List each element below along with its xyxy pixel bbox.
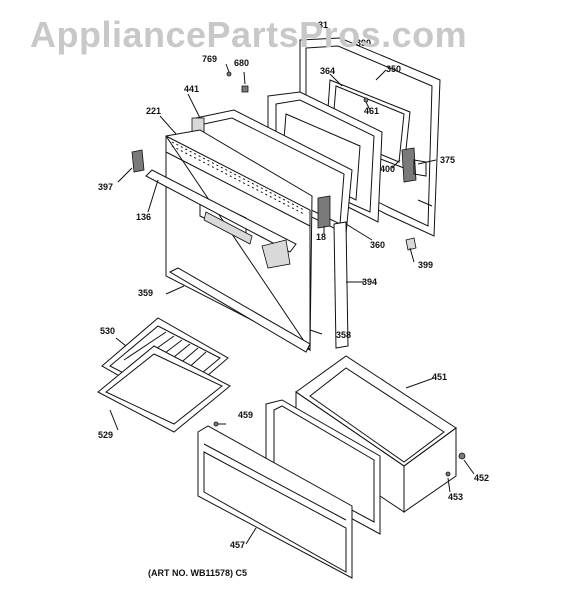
callout-394: 394	[362, 277, 377, 287]
callout-680: 680	[234, 58, 249, 68]
callout-390: 390	[356, 38, 371, 48]
callout-530: 530	[100, 326, 115, 336]
hinge-bracket	[401, 147, 427, 183]
callout-769: 769	[202, 54, 217, 64]
callout-136: 136	[136, 212, 151, 222]
callout-221: 221	[146, 106, 161, 116]
hinge	[317, 195, 331, 229]
callout-labels: 31 390 769 680 364 350 441 461 221 375 4…	[98, 20, 489, 550]
callout-441: 441	[184, 84, 199, 94]
leader-lines	[109, 63, 475, 545]
door-outer-panel	[165, 129, 313, 352]
art-number-note: (ART NO. WB11578) C5	[148, 568, 248, 578]
callout-397: 397	[98, 182, 113, 192]
callout-400: 400	[380, 164, 395, 174]
side-trim	[333, 221, 349, 349]
callout-451: 451	[432, 372, 447, 382]
callout-452: 452	[474, 473, 489, 483]
end-cap	[131, 149, 145, 173]
broiler-pan	[97, 345, 231, 433]
callout-529: 529	[98, 430, 113, 440]
callout-358: 358	[336, 330, 351, 340]
callout-350: 350	[386, 64, 401, 74]
watermark-text: AppliancePartsPros.com	[30, 14, 468, 55]
callout-457: 457	[230, 540, 245, 550]
drawer-body	[295, 355, 457, 513]
callout-360: 360	[370, 240, 385, 250]
callout-453: 453	[448, 492, 463, 502]
callout-364: 364	[320, 66, 335, 76]
drawer-front-panel	[197, 425, 353, 579]
callout-399: 399	[418, 260, 433, 270]
callout-461: 461	[364, 106, 379, 116]
callout-359: 359	[138, 288, 153, 298]
callout-375: 375	[440, 155, 455, 165]
door-handle	[145, 169, 297, 269]
callout-31: 31	[318, 20, 328, 30]
bottom-trim	[168, 267, 311, 353]
callout-18: 18	[316, 232, 326, 242]
callout-459: 459	[238, 410, 253, 420]
